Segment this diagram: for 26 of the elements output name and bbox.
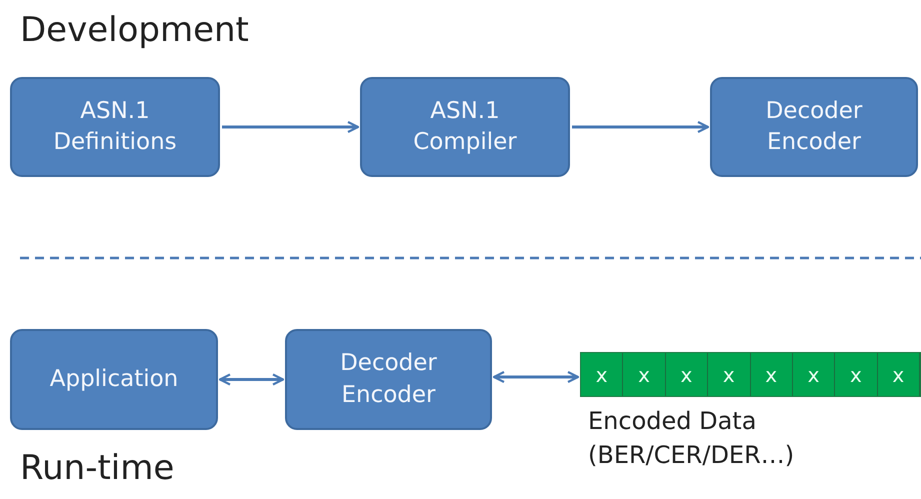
data-cell: x [666, 353, 708, 396]
box-label: Decoder Encoder [764, 96, 864, 157]
data-cell: x [878, 353, 920, 396]
data-cell: x [750, 353, 793, 396]
arrow [572, 120, 710, 134]
arrow [492, 370, 580, 384]
node-label: Encoded Data (BER/CER/DER…) [588, 406, 796, 471]
process-box [710, 77, 918, 177]
box-label: ASN.1 Definitions [52, 96, 178, 157]
process-box [10, 77, 220, 177]
data-cell: x [581, 353, 624, 396]
box-label: ASN.1 Compiler [412, 96, 518, 157]
data-strip [580, 352, 921, 397]
process-box [360, 77, 570, 177]
arrow [222, 120, 360, 134]
data-cell: x [708, 353, 750, 396]
box-label: Application [50, 364, 178, 394]
box-label: Decoder Encoder [339, 349, 438, 410]
data-cell: x [835, 353, 878, 396]
section-title: Development [20, 10, 249, 50]
process-box [285, 329, 492, 430]
section-title: Run-time [20, 448, 174, 488]
data-cell: x [623, 353, 666, 396]
process-box [10, 329, 218, 430]
arrow [218, 373, 284, 386]
data-cell: x [792, 353, 836, 396]
